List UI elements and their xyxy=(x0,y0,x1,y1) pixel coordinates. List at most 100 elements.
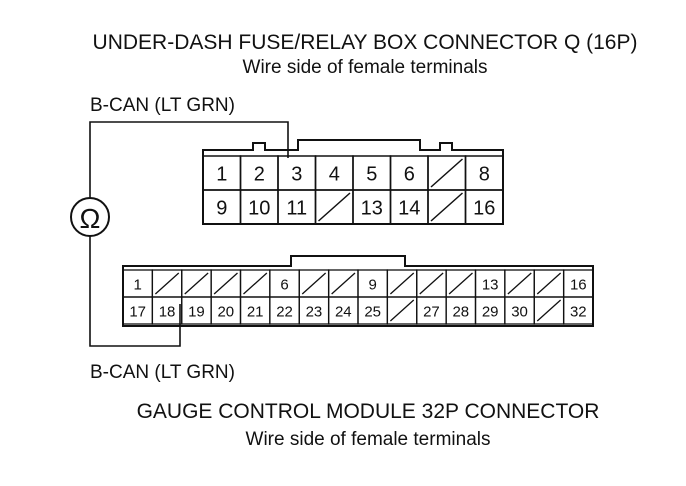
pin-cavity xyxy=(504,269,535,298)
pin-number: 1 xyxy=(134,276,142,293)
pin-number: 18 xyxy=(159,303,176,320)
bottom-connector-title: GAUGE CONTROL MODULE 32P CONNECTOR xyxy=(137,400,600,423)
pin-cavity: 30 xyxy=(504,296,535,325)
pin-cavity: 6 xyxy=(389,155,429,191)
pin-cavity: 13 xyxy=(474,269,506,298)
pin-number: 20 xyxy=(217,303,234,320)
pin-number: 16 xyxy=(570,276,587,293)
unused-pin-slash xyxy=(243,272,268,295)
pin-number: 23 xyxy=(306,303,323,320)
pin-number: 9 xyxy=(369,276,377,293)
ohmmeter-icon xyxy=(70,197,110,237)
pin-cavity xyxy=(386,296,418,325)
pin-cavity xyxy=(416,269,447,298)
unused-pin-slash xyxy=(430,192,463,222)
pin-number: 22 xyxy=(276,303,293,320)
pin-cavity: 32 xyxy=(562,296,594,325)
ohm-symbol: Ω xyxy=(80,203,101,234)
unused-pin-slash xyxy=(419,272,444,295)
pin-cavity: 27 xyxy=(416,296,447,325)
wire-bottom-label: B-CAN (LT GRN) xyxy=(90,362,235,383)
pin-number: 19 xyxy=(188,303,205,320)
pin-number: 6 xyxy=(280,276,288,293)
pin-number: 13 xyxy=(482,276,499,293)
pin-number: 16 xyxy=(473,197,495,219)
pin-cavity: 20 xyxy=(210,296,242,325)
pin-cavity: 17 xyxy=(122,296,154,325)
pin-cavity: 19 xyxy=(181,296,212,325)
pin-cavity xyxy=(427,155,467,191)
pin-cavity: 14 xyxy=(389,189,429,225)
pin-cavity: 23 xyxy=(298,296,330,325)
unused-pin-slash xyxy=(389,299,415,322)
unused-pin-slash xyxy=(331,272,356,295)
bottom-connector-subtitle: Wire side of female terminals xyxy=(246,429,491,450)
pin-number: 6 xyxy=(404,163,415,185)
top-connector-title: UNDER-DASH FUSE/RELAY BOX CONNECTOR Q (1… xyxy=(93,31,638,54)
pin-number: 13 xyxy=(361,197,383,219)
pin-cavity xyxy=(210,269,242,298)
pin-number: 5 xyxy=(366,163,377,185)
pin-cavity: 10 xyxy=(239,189,279,225)
unused-pin-slash xyxy=(389,272,415,295)
unused-pin-slash xyxy=(536,272,562,295)
connector-32p-housing xyxy=(122,255,594,327)
pin-number: 3 xyxy=(291,163,302,185)
pin-cavity: 1 xyxy=(122,269,154,298)
pin-cavity: 5 xyxy=(352,155,392,191)
pin-number: 8 xyxy=(479,163,490,185)
pin-cavity: 24 xyxy=(327,296,359,325)
pin-cavity xyxy=(151,269,183,298)
pin-number: 1 xyxy=(216,163,227,185)
wire-top xyxy=(89,121,289,198)
ohmmeter: Ω xyxy=(70,197,110,237)
pin-cavity: 22 xyxy=(269,296,300,325)
pin-number: 30 xyxy=(511,303,528,320)
top-connector-subtitle: Wire side of female terminals xyxy=(243,57,488,78)
pin-number: 27 xyxy=(423,303,440,320)
pin-number: 32 xyxy=(570,303,587,320)
unused-pin-slash xyxy=(213,272,238,295)
unused-pin-slash xyxy=(536,299,562,322)
pin-number: 11 xyxy=(286,197,307,219)
pin-cavity xyxy=(314,189,354,225)
pin-number: 25 xyxy=(364,303,381,320)
unused-pin-slash xyxy=(507,272,532,295)
unused-pin-slash xyxy=(430,158,463,188)
pin-number: 21 xyxy=(247,303,264,320)
pin-cavity: 9 xyxy=(202,189,242,225)
pin-cavity: 4 xyxy=(314,155,354,191)
unused-pin-slash xyxy=(448,272,473,295)
pin-cavity: 6 xyxy=(269,269,300,298)
pin-cavity xyxy=(239,269,271,298)
pin-cavity xyxy=(327,269,359,298)
pin-number: 4 xyxy=(329,163,340,185)
pin-cavity xyxy=(298,269,330,298)
pin-cavity: 16 xyxy=(464,189,504,225)
unused-pin-slash xyxy=(154,272,180,295)
pin-cavity xyxy=(181,269,212,298)
pin-number: 28 xyxy=(452,303,469,320)
pin-cavity: 28 xyxy=(445,296,477,325)
pin-number: 9 xyxy=(216,197,227,219)
unused-pin-slash xyxy=(301,272,327,295)
wire-top-label: B-CAN (LT GRN) xyxy=(90,95,235,116)
pin-cavity: 11 xyxy=(277,189,317,225)
pin-cavity xyxy=(386,269,418,298)
unused-pin-slash xyxy=(318,192,351,222)
pin-number: 10 xyxy=(248,197,270,219)
pin-cavity: 1 xyxy=(202,155,242,191)
pin-cavity: 16 xyxy=(562,269,594,298)
pin-cavity: 29 xyxy=(474,296,506,325)
pin-cavity: 25 xyxy=(357,296,389,325)
pin-cavity: 9 xyxy=(357,269,389,298)
pin-cavity: 21 xyxy=(239,296,271,325)
pin-number: 14 xyxy=(398,197,420,219)
pin-cavity: 18 xyxy=(151,296,183,325)
pin-cavity xyxy=(533,269,565,298)
